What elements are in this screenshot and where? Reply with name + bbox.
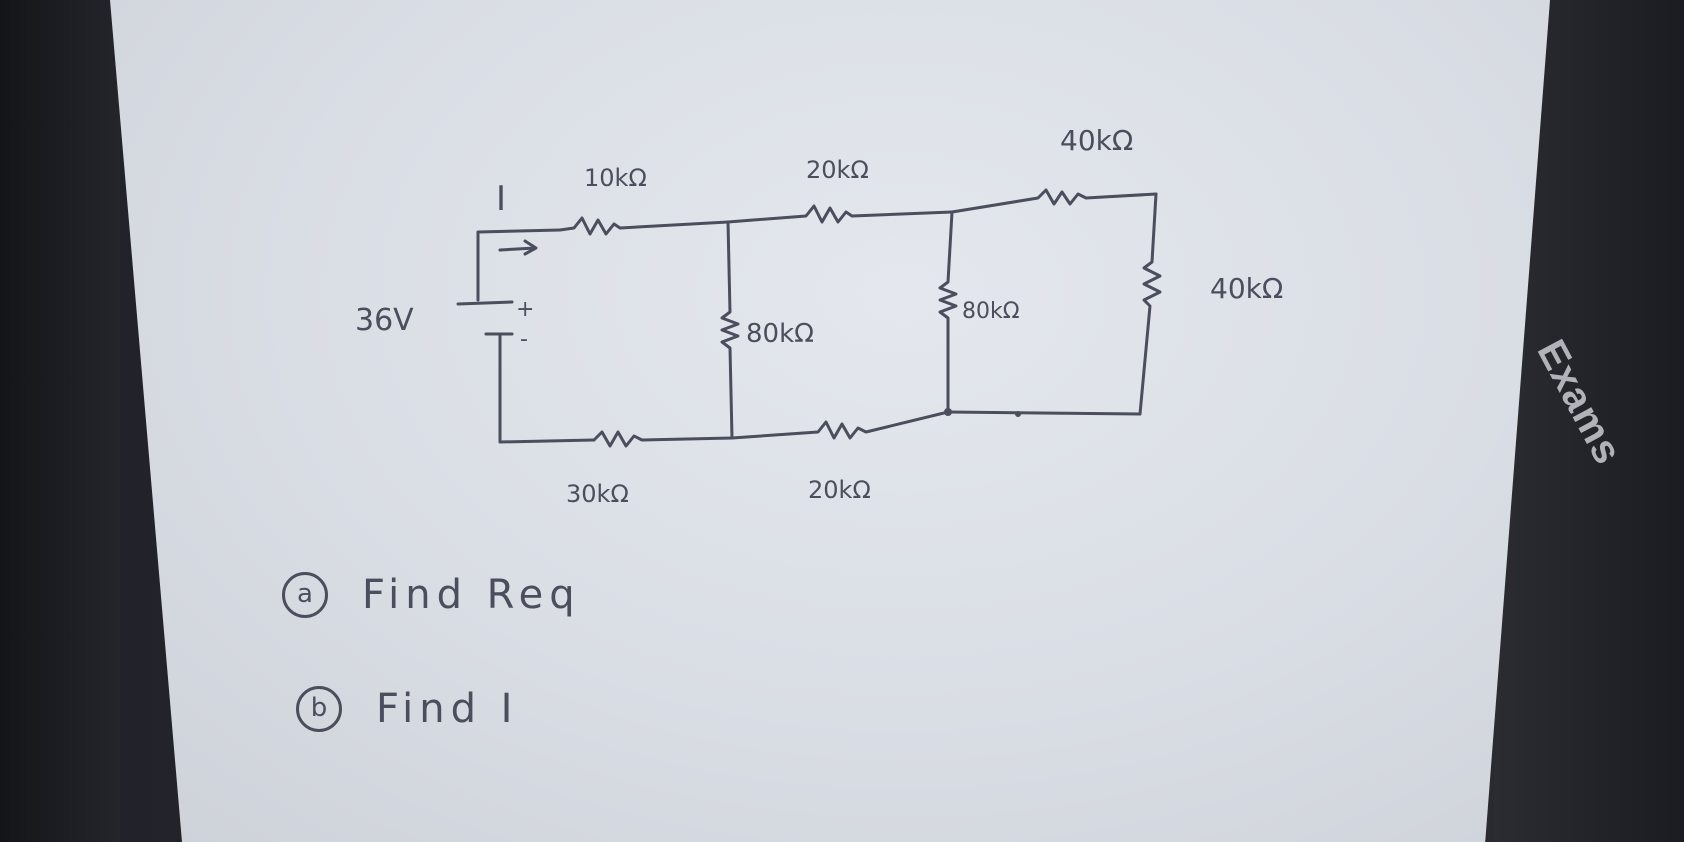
battery-long-plate (456, 300, 514, 306)
monitor-screen (110, 0, 1550, 842)
resistor-label-right: 40kΩ (1210, 272, 1283, 305)
resistor-top-3 (950, 188, 1158, 214)
resistor-label-bottom-1: 30kΩ (566, 480, 629, 508)
current-label: I (496, 179, 506, 219)
resistor-bottom-2 (730, 410, 950, 440)
question-a-text: Find Req (362, 572, 581, 618)
resistor-label-shunt-2: 80kΩ (962, 299, 1020, 324)
resistor-label-shunt-1: 80kΩ (746, 319, 814, 349)
question-a: a Find Req (282, 570, 581, 618)
resistor-top-2 (726, 204, 954, 224)
resistor-label-top-1: 10kΩ (584, 164, 647, 192)
source-voltage-label: 36V (355, 303, 414, 338)
monitor-bezel-left (0, 0, 120, 842)
resistor-label-top-3: 40kΩ (1060, 124, 1133, 157)
wire-bottom-right (946, 410, 1142, 416)
resistor-right (1138, 192, 1162, 416)
question-a-marker: a (282, 572, 328, 618)
resistor-label-bottom-2: 20kΩ (808, 476, 871, 504)
resistor-shunt-1 (720, 220, 740, 440)
source-plus-label: + (516, 297, 534, 322)
resistor-label-top-2: 20kΩ (806, 156, 869, 184)
resistor-shunt-2 (938, 210, 958, 414)
junction-dot (944, 408, 952, 416)
question-b-text: Find I (376, 686, 519, 732)
current-arrow (498, 239, 538, 256)
resistor-top-1 (558, 216, 730, 236)
wire-source-top (476, 228, 562, 302)
wire-source-bottom (498, 334, 596, 444)
question-b: b Find I (296, 684, 518, 732)
source-minus-label: - (520, 327, 528, 352)
question-b-marker: b (296, 686, 342, 732)
junction-dot (1015, 411, 1021, 417)
resistor-bottom-1 (592, 430, 734, 448)
